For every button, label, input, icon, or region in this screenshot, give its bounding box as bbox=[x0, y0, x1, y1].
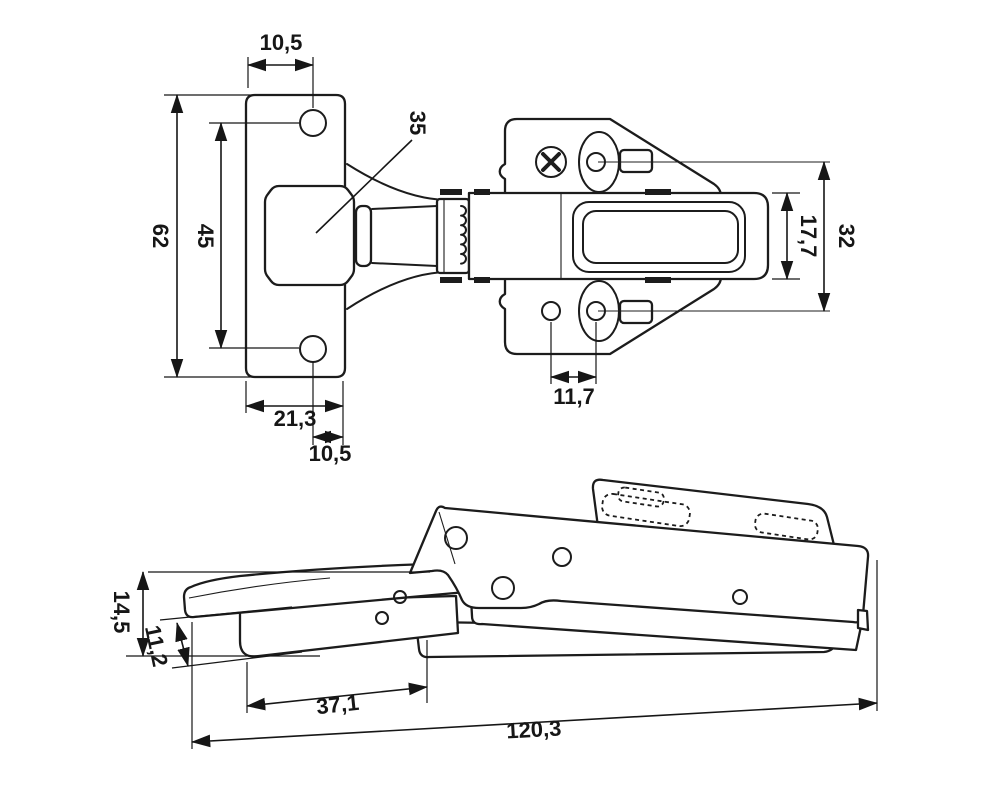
arm-clip-tab bbox=[474, 277, 490, 283]
hinge-arm-side bbox=[408, 505, 870, 624]
arm-clip-tab bbox=[440, 189, 462, 195]
cup-rivet-hole bbox=[375, 611, 389, 625]
arm-slot-outer bbox=[572, 201, 746, 273]
hinge-cup bbox=[263, 184, 356, 287]
dimension-plate-hole-spacing: 45 bbox=[193, 122, 299, 349]
arm-boot-pleats bbox=[460, 205, 467, 265]
dim-label-plate-hole-edge-offset: 10,5 bbox=[260, 30, 303, 55]
screw-cross-icon bbox=[541, 152, 561, 172]
cabinet-plate-lower-wing bbox=[498, 275, 723, 356]
dimension-side-height: 14,5 bbox=[109, 571, 430, 657]
dimension-plate-length: 62 bbox=[148, 94, 252, 378]
dim-label-overall-length: 120,3 bbox=[506, 715, 562, 743]
dimension-arm-width: 17,7 bbox=[772, 192, 821, 280]
lower-wing-small-hole bbox=[541, 301, 561, 321]
dimension-wing-hole-gap: 11,7 bbox=[550, 322, 597, 409]
arm-adjustment-slot bbox=[582, 210, 739, 264]
dim-label-plate-length: 62 bbox=[148, 224, 173, 248]
dim-label-plate-hole-spacing: 45 bbox=[193, 224, 218, 248]
arm-rear-hook bbox=[856, 608, 870, 632]
dim-label-cup-flange-length: 37,1 bbox=[315, 690, 360, 719]
hinge-pin-boss bbox=[354, 204, 373, 268]
dim-label-wing-hole-gap: 11,7 bbox=[553, 384, 595, 409]
arm-clip-tab bbox=[645, 189, 671, 195]
arm-hole bbox=[552, 547, 572, 567]
knuckle-edge-line bbox=[438, 511, 456, 565]
upper-wing-screw-head bbox=[535, 146, 567, 178]
neck-bottom-edge bbox=[371, 262, 438, 267]
dimension-overall-length: 120,3 bbox=[191, 560, 878, 749]
flange-inner-line bbox=[188, 577, 331, 599]
dim-label-arm-width: 17,7 bbox=[796, 215, 821, 258]
hinge-cup-side bbox=[238, 594, 460, 658]
dim-label-mounting-hole-spacing: 32 bbox=[834, 224, 859, 248]
cup-rivet-hole bbox=[393, 590, 407, 604]
arm-hole bbox=[732, 589, 748, 605]
upper-wing-tab bbox=[618, 148, 654, 174]
dimension-cup-center-from-edge: 21,3 bbox=[245, 381, 344, 445]
cabinet-plate-upper-wing bbox=[498, 117, 723, 198]
lower-wing-tab bbox=[618, 299, 654, 325]
dimension-cup-diameter: 35 bbox=[315, 111, 430, 234]
dim-label-side-height: 14,5 bbox=[109, 591, 134, 634]
arm-clip-tab bbox=[645, 277, 671, 283]
dimension-cup-edge-clearance: 10,5 bbox=[309, 362, 352, 466]
dimension-plate-hole-edge-offset: 10,5 bbox=[247, 30, 314, 108]
arm-hole bbox=[444, 526, 468, 550]
arm-clip-tab bbox=[474, 189, 490, 195]
hinge-arm bbox=[467, 191, 770, 281]
dimension-mounting-hole-spacing: 32 bbox=[817, 161, 859, 312]
arm-shoulder-top bbox=[346, 163, 448, 201]
arm-clip-tab bbox=[440, 277, 462, 283]
side-view: 14,5 11,2 37,1 120,3 bbox=[109, 478, 878, 749]
neck-top-edge bbox=[371, 205, 438, 210]
dim-label-cup-diameter: 35 bbox=[405, 111, 430, 135]
door-plate-hole-top bbox=[299, 109, 327, 137]
dim-label-cup-edge-clearance: 10,5 bbox=[309, 441, 352, 466]
leader-line bbox=[315, 139, 413, 234]
top-view: 35 10,5 62 45 17,7 32 bbox=[148, 30, 859, 466]
dim-label-cup-depth: 11,2 bbox=[140, 623, 173, 669]
dim-label-cup-center-from-edge: 21,3 bbox=[274, 406, 317, 431]
arm-hole bbox=[491, 576, 515, 600]
arm-shoulder-bottom bbox=[346, 271, 448, 310]
